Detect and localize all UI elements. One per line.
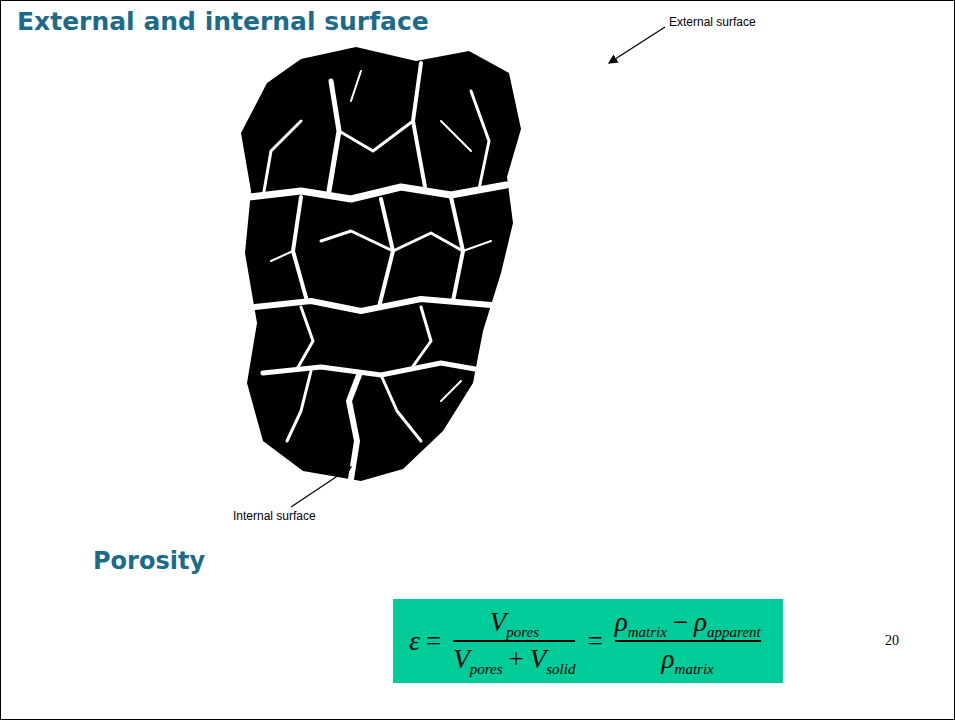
pore-cracks bbox=[249, 63, 506, 479]
subscripted-symbol: Vpores bbox=[490, 607, 539, 638]
math-symbol: + bbox=[509, 644, 524, 675]
formula-row: Vpores bbox=[490, 607, 539, 638]
math-symbol: V bbox=[490, 607, 507, 638]
callout-label: External surface bbox=[669, 15, 756, 29]
fraction-bar bbox=[615, 640, 761, 642]
section-heading: Porosity bbox=[93, 547, 205, 575]
math-symbol: − bbox=[673, 607, 688, 638]
math-symbol: = bbox=[426, 626, 441, 657]
math-symbol: ε bbox=[409, 626, 420, 657]
subscript: solid bbox=[546, 661, 575, 678]
subscript: matrix bbox=[628, 624, 667, 641]
math-symbol: ρ bbox=[662, 644, 675, 675]
subscript: pores bbox=[506, 624, 539, 641]
subscripted-symbol: ρmatrix bbox=[615, 607, 667, 638]
particle-body bbox=[241, 47, 521, 481]
formula-row: ρmatrix bbox=[662, 644, 714, 675]
callout-label: Internal surface bbox=[233, 509, 316, 523]
math-symbol: V bbox=[453, 644, 470, 675]
math-symbol: V bbox=[530, 644, 547, 675]
subscript: apparent bbox=[707, 624, 761, 641]
fraction: VporesVpores+Vsolid bbox=[453, 607, 575, 675]
subscripted-symbol: Vpores bbox=[453, 644, 502, 675]
subscript: matrix bbox=[675, 661, 714, 678]
formula-row: ρmatrix−ρapparent bbox=[615, 607, 761, 638]
subscripted-symbol: Vsolid bbox=[530, 644, 576, 675]
formula-box: ε=VporesVpores+Vsolid=ρmatrix−ρapparentρ… bbox=[393, 599, 782, 683]
subscripted-symbol: ρapparent bbox=[694, 607, 761, 638]
math-symbol: ρ bbox=[694, 607, 707, 638]
leader-line bbox=[609, 27, 665, 63]
formula-row: Vpores+Vsolid bbox=[453, 644, 575, 675]
page-number: 20 bbox=[885, 633, 899, 649]
fraction-bar bbox=[453, 640, 575, 642]
math-symbol: ρ bbox=[615, 607, 628, 638]
math-symbol: = bbox=[587, 626, 602, 657]
leader-line bbox=[291, 467, 351, 507]
fraction: ρmatrix−ρapparentρmatrix bbox=[615, 607, 761, 675]
slide-title: External and internal surface bbox=[17, 7, 429, 36]
subscript: pores bbox=[470, 661, 503, 678]
subscripted-symbol: ρmatrix bbox=[662, 644, 714, 675]
